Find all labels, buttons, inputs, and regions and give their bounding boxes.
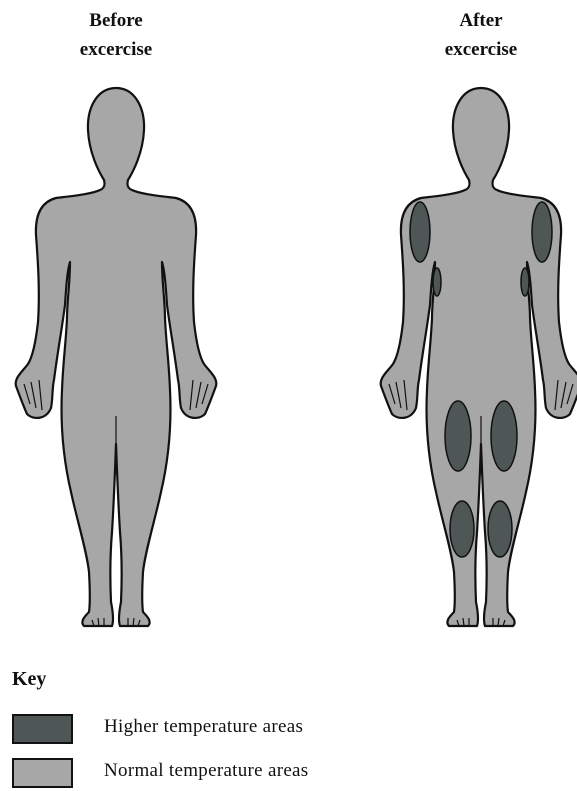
- left-thigh-hot-area: [445, 401, 471, 471]
- higher-temperature-swatch: [12, 714, 73, 744]
- right-thigh-hot-area: [491, 401, 517, 471]
- before-body-figure: [16, 88, 217, 626]
- right-side-hot-area: [521, 268, 529, 296]
- before-hand-detail: [24, 380, 208, 626]
- after-hand-detail: [389, 380, 573, 626]
- key-item-normal: Normal temperature areas: [12, 758, 432, 788]
- left-side-hot-area: [433, 268, 441, 296]
- key-heading: Key: [12, 668, 46, 691]
- left-upper-arm-hot-area: [410, 202, 430, 262]
- body-figures-diagram: [0, 0, 577, 640]
- key-item-higher: Higher temperature areas: [12, 714, 432, 744]
- normal-temperature-swatch: [12, 758, 73, 788]
- right-calf-hot-area: [488, 501, 512, 557]
- higher-temperature-label: Higher temperature areas: [104, 716, 303, 738]
- right-upper-arm-hot-area: [532, 202, 552, 262]
- left-calf-hot-area: [450, 501, 474, 557]
- after-body-figure: [381, 88, 577, 626]
- normal-temperature-label: Normal temperature areas: [104, 760, 308, 782]
